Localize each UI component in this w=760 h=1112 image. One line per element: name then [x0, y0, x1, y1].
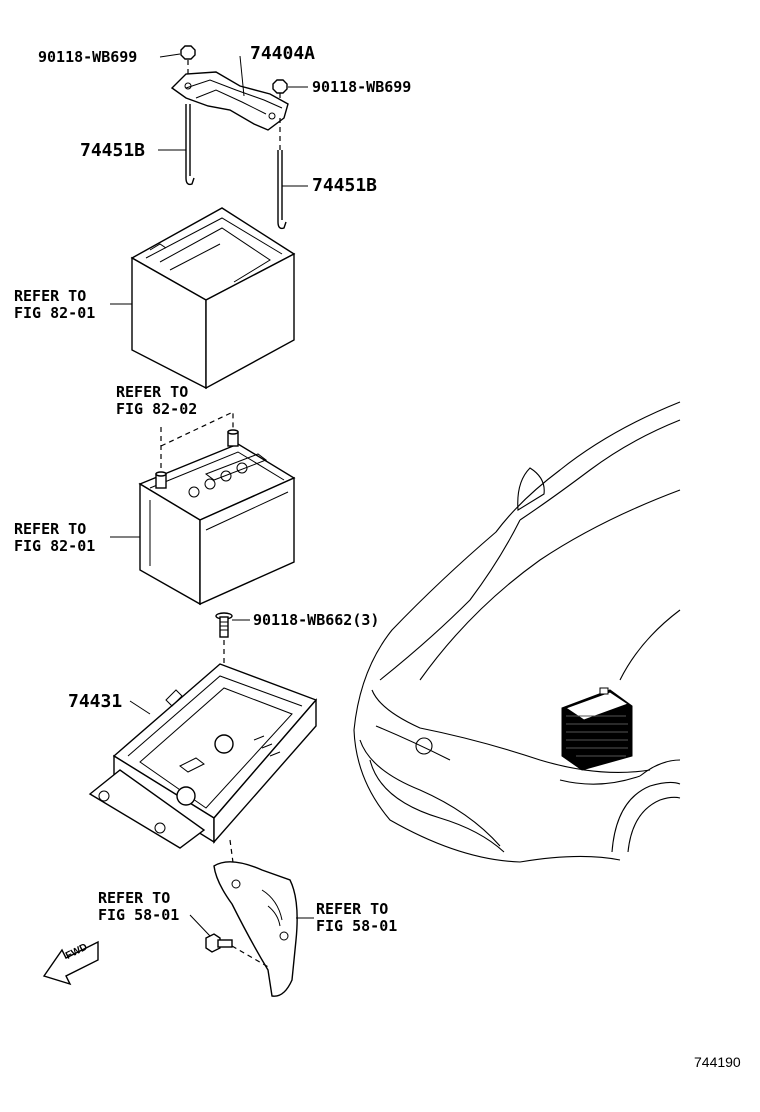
label-rod-right: 74451B	[312, 175, 378, 196]
vehicle-battery-location	[561, 687, 633, 771]
leader-tray	[129, 700, 151, 715]
terminal-post-right	[227, 429, 239, 447]
label-bolt-top-left: 90118-WB699	[38, 48, 138, 66]
leader-nut-left	[159, 53, 181, 58]
terminal-post-left	[155, 471, 167, 489]
hold-down-rod-left	[185, 104, 195, 186]
battery	[138, 429, 296, 606]
battery-clamp	[170, 71, 289, 131]
label-refer-insulator-line1: REFER TO	[14, 287, 87, 305]
label-clamp: 74404A	[250, 43, 316, 64]
drawing-code: 744190	[694, 1054, 741, 1070]
label-refer-battery-line1: REFER TO	[14, 520, 87, 538]
leader-terminal-bracket	[160, 411, 234, 447]
label-refer-bracket-line2: FIG 58-01	[316, 917, 398, 935]
bracket-bolt	[205, 933, 271, 969]
battery-tray	[88, 663, 318, 849]
label-refer-bracket-bolt-line1: REFER TO	[98, 889, 171, 907]
label-refer-bracket-bolt-line2: FIG 58-01	[98, 906, 180, 924]
battery-insulator	[130, 207, 296, 390]
leader-clamp	[239, 55, 245, 97]
label-refer-battery-line2: FIG 82-01	[14, 537, 96, 555]
label-rod-left: 74451B	[80, 140, 146, 161]
battery-cell-caps	[188, 462, 248, 498]
vehicle-front-view	[353, 401, 681, 863]
nut-top-right	[272, 79, 288, 110]
label-bolt-tray: 90118-WB662(3)	[253, 611, 380, 629]
nut-top-left	[180, 45, 196, 80]
label-refer-bracket-line1: REFER TO	[316, 900, 389, 918]
label-tray: 74431	[68, 691, 123, 712]
hold-down-rod-right	[277, 118, 287, 230]
leader-bracket-bolt	[189, 914, 211, 937]
label-refer-insulator-line2: FIG 82-01	[14, 304, 96, 322]
fwd-arrow-icon	[42, 940, 99, 986]
label-bolt-top-right: 90118-WB699	[312, 78, 412, 96]
tray-bracket	[213, 861, 298, 997]
label-refer-terminal-line1: REFER TO	[116, 383, 189, 401]
label-refer-terminal-line2: FIG 82-02	[116, 400, 198, 418]
